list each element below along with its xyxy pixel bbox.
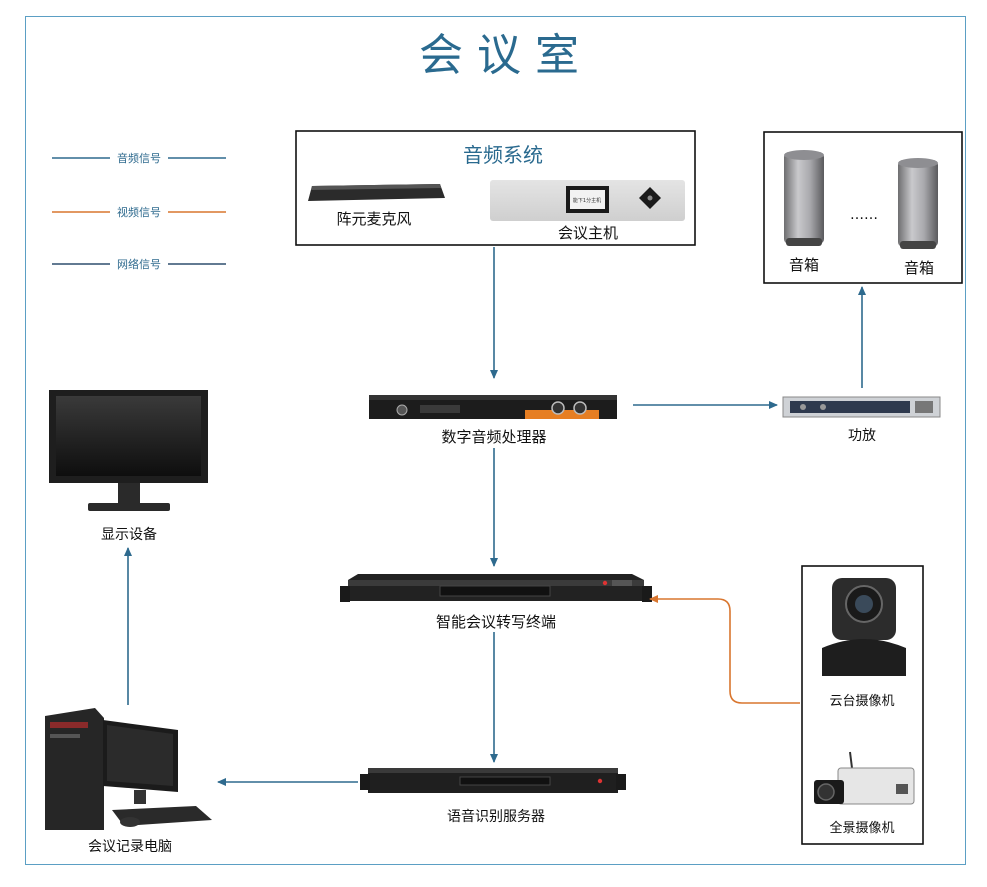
panoramic-camera-label: 全景摄像机 — [829, 820, 894, 836]
array-microphone-image — [308, 184, 445, 201]
arrow-camera-to-terminal — [649, 595, 800, 704]
audio-system-title: 音频系统 — [463, 143, 543, 167]
audio-system-box: 音频系统 阵元麦克风 能下1分主机 会议主机 — [295, 130, 696, 246]
speaker-left-image — [784, 150, 824, 246]
meeting-pc-label: 会议记录电脑 — [88, 839, 172, 855]
display-device-label: 显示设备 — [101, 526, 157, 543]
speaker-left-label: 音箱 — [789, 256, 819, 274]
array-microphone-label: 阵元麦克风 — [336, 210, 411, 228]
transcription-terminal-label: 智能会议转写终端 — [436, 613, 556, 631]
legend-network-label: 网络信号 — [117, 257, 161, 271]
host-screen-text: 能下1分主机 — [573, 197, 601, 204]
asr-server-label: 语音识别服务器 — [447, 808, 545, 825]
legend: 音频信号 视频信号 网络信号 — [52, 150, 226, 272]
page-title: 会议室 — [419, 30, 593, 81]
connections — [124, 247, 866, 786]
amplifier-label: 功放 — [848, 428, 876, 444]
amplifier-image — [782, 396, 941, 418]
asr-server-image — [360, 768, 626, 793]
conference-host-label: 会议主机 — [558, 224, 618, 242]
ptz-camera-label: 云台摄像机 — [829, 694, 894, 709]
legend-video-label: 视频信号 — [117, 205, 161, 219]
speaker-right-label: 音箱 — [904, 259, 934, 277]
speakers-box: …… 音箱 音箱 — [763, 131, 963, 284]
meeting-pc-image — [45, 708, 212, 830]
dsp-label: 数字音频处理器 — [441, 428, 546, 446]
display-device-image — [49, 390, 208, 511]
conference-host-image: 能下1分主机 — [490, 180, 685, 221]
ptz-camera-image — [822, 578, 906, 676]
dsp-image — [369, 395, 617, 419]
diagram-frame — [25, 16, 966, 865]
legend-audio-label: 音频信号 — [117, 151, 161, 165]
speaker-right-image — [898, 158, 938, 249]
transcription-terminal-image — [340, 574, 652, 602]
cameras-box: 云台摄像机 全景摄像机 — [801, 565, 924, 845]
speaker-ellipsis: …… — [850, 207, 878, 223]
panoramic-camera-image — [814, 751, 915, 805]
